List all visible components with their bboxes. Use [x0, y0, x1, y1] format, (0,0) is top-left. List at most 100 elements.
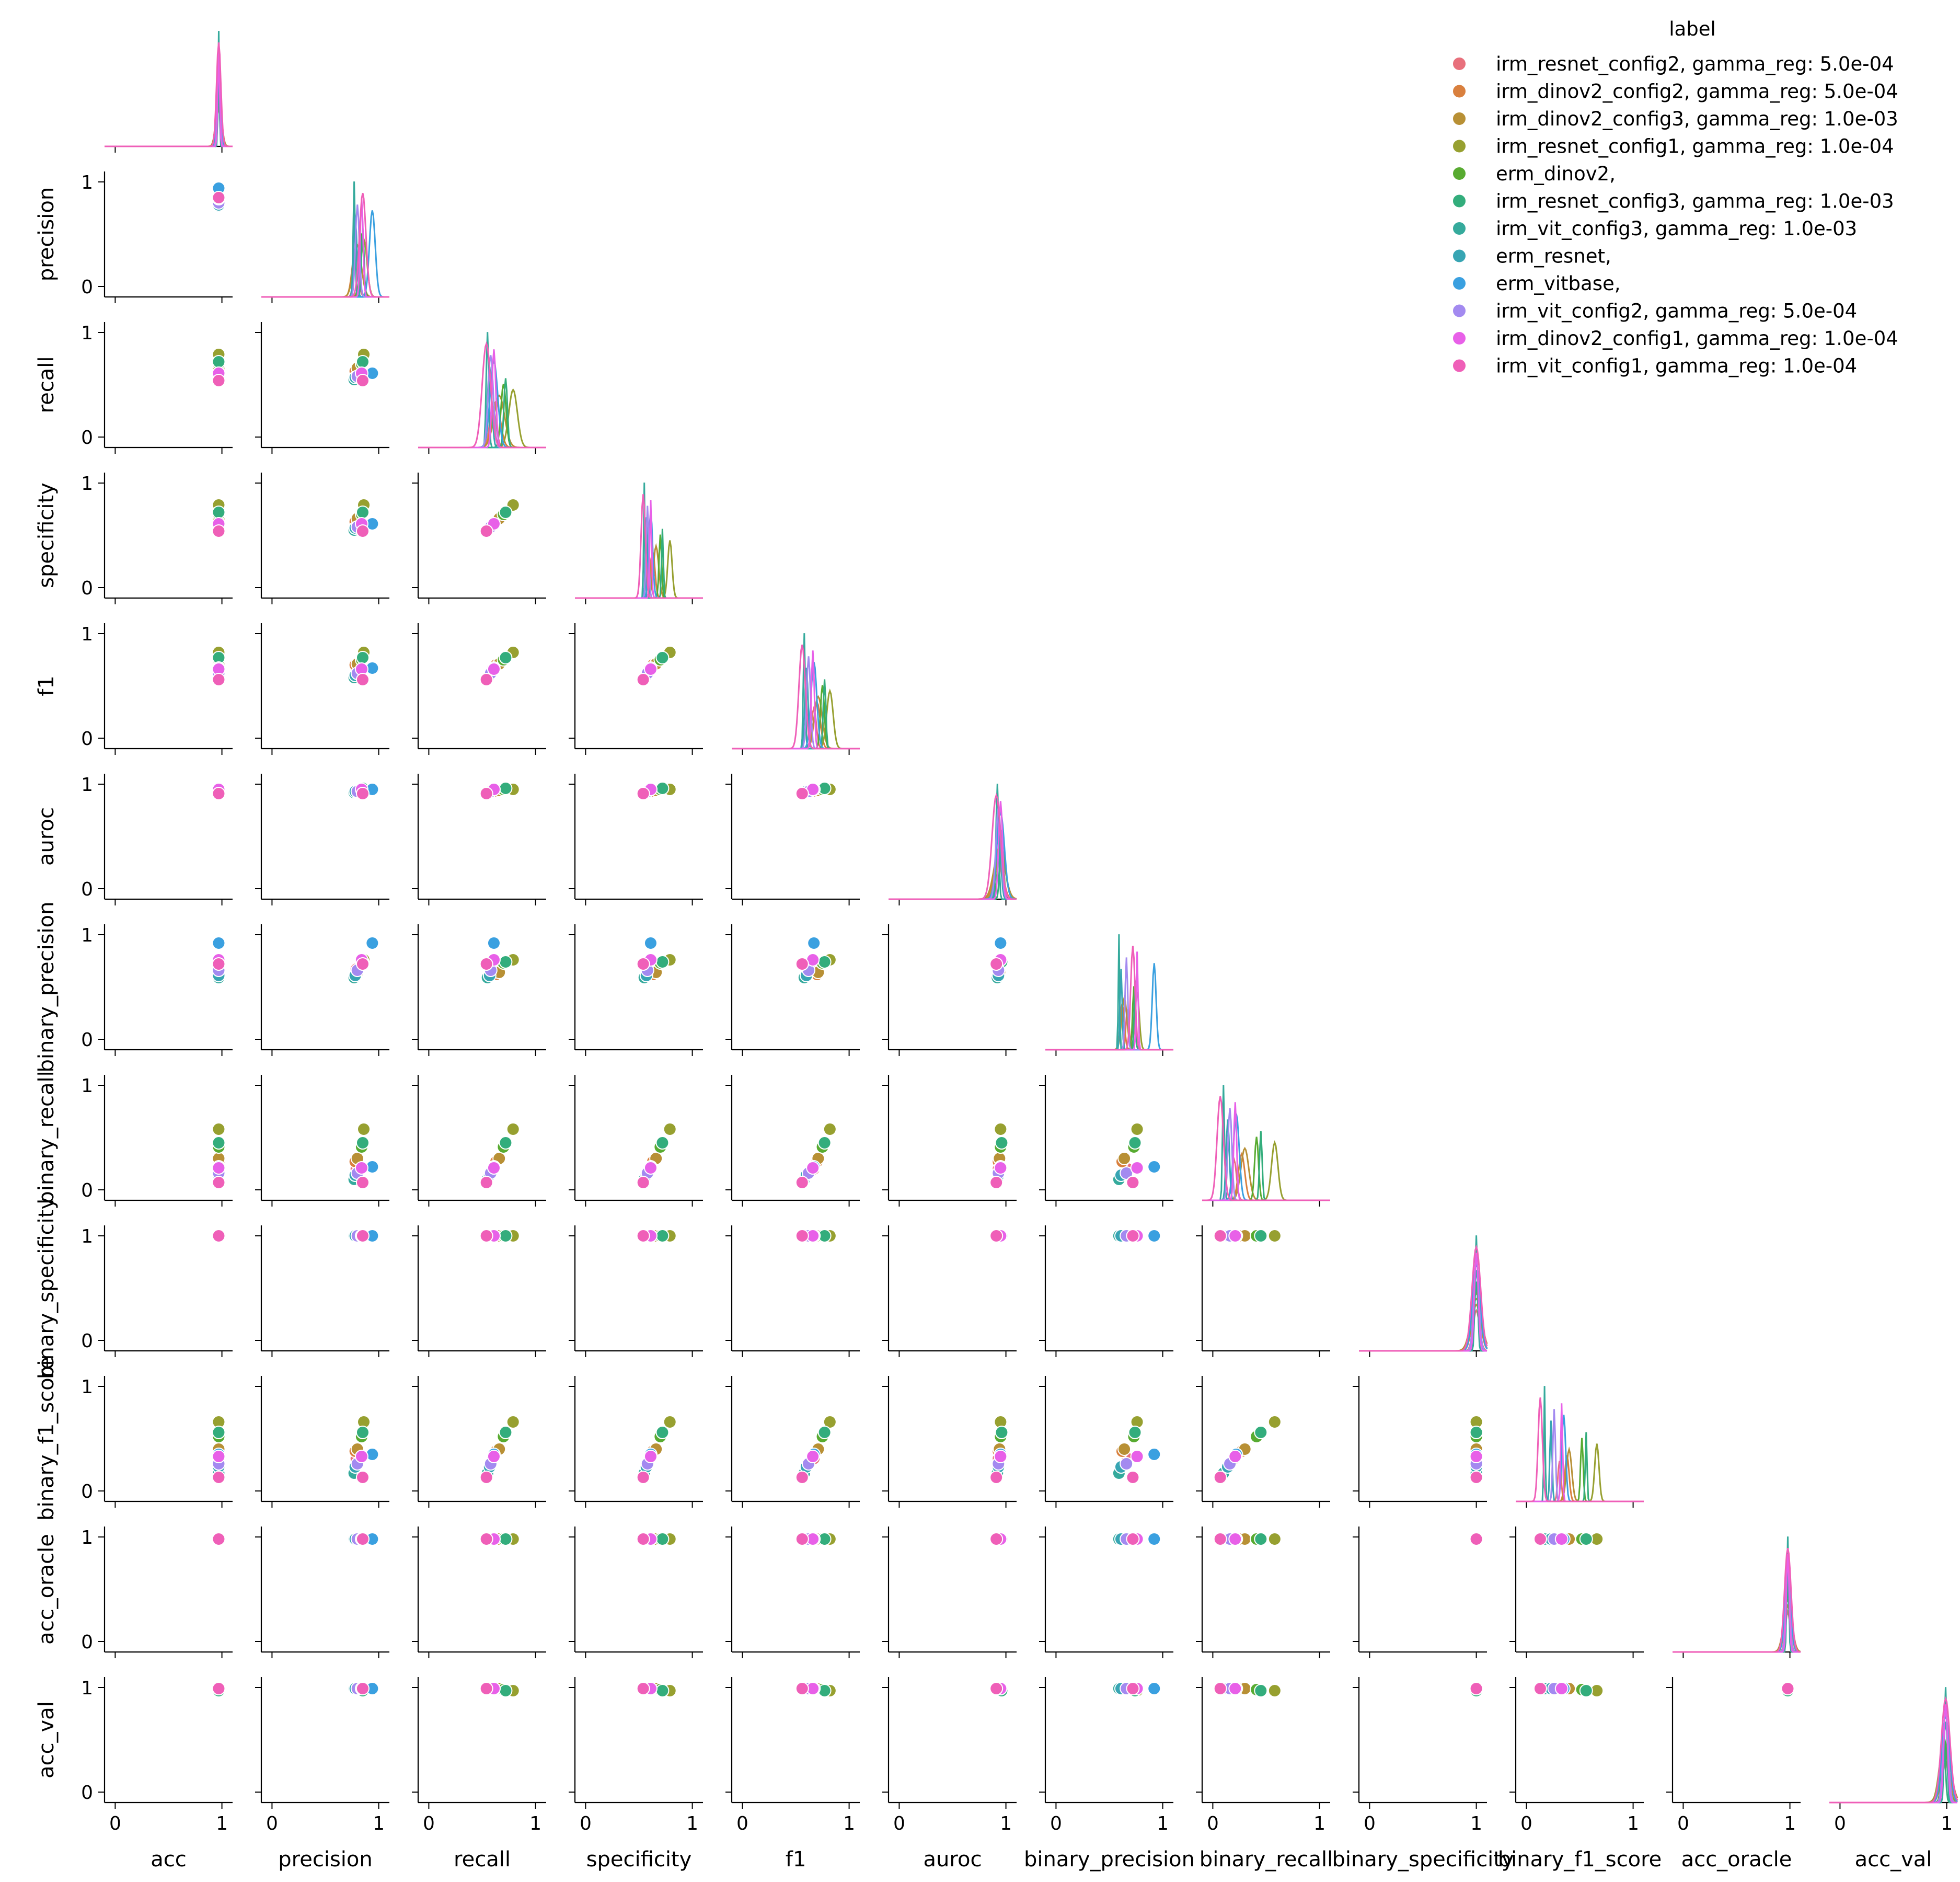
- point-binary_specificity-binary_recall-11: [1213, 1229, 1227, 1243]
- point-binary_precision-recall-5: [499, 955, 513, 969]
- legend-marker-0: [1452, 56, 1467, 71]
- panel-binary_precision-vs-recall: [412, 924, 546, 1056]
- density-acc_val-8: [1829, 1713, 1958, 1804]
- point-binary_f1_score-recall-10: [487, 1450, 501, 1463]
- density-recall-0: [418, 405, 546, 449]
- x-axis-label-specificity: specificity: [586, 1847, 692, 1872]
- point-acc_oracle-binary_recall-3: [1267, 1532, 1282, 1546]
- point-acc_oracle-specificity-11: [636, 1532, 650, 1546]
- x-tick-label: 1: [1627, 1813, 1639, 1834]
- panel-binary_f1_score-vs-binary_f1_score: [1516, 1386, 1644, 1508]
- point-acc_oracle-recall-11: [479, 1532, 493, 1546]
- point-f1-specificity-5: [655, 651, 670, 664]
- x-tick-label: 0: [423, 1813, 435, 1834]
- density-binary_precision-6: [1045, 934, 1173, 1051]
- point-binary_recall-binary_precision-3: [1130, 1122, 1144, 1136]
- point-binary_recall-acc-5: [212, 1136, 226, 1150]
- point-acc_val-binary_recall-5: [1254, 1684, 1268, 1697]
- point-specificity-acc-11: [212, 524, 226, 538]
- point-binary_specificity-f1-11: [795, 1229, 809, 1243]
- legend-entry-8: erm_vitbase,: [1496, 272, 1621, 295]
- point-precision-acc-11: [212, 191, 226, 204]
- point-binary_recall-specificity-10: [643, 1161, 658, 1175]
- point-binary_f1_score-binary_recall-3: [1267, 1415, 1282, 1429]
- point-binary_precision-acc-8: [212, 936, 226, 950]
- y-tick-label: 1: [81, 473, 93, 495]
- density-precision-11: [261, 193, 389, 298]
- density-acc_val-11: [1829, 1696, 1958, 1804]
- point-acc_oracle-acc-11: [212, 1532, 226, 1546]
- point-binary_f1_score-acc-10: [212, 1450, 226, 1463]
- point-binary_f1_score-auroc-10: [994, 1450, 1008, 1463]
- density-binary_recall-11: [1202, 1096, 1330, 1201]
- x-axis-label-auroc: auroc: [924, 1847, 982, 1872]
- y-tick-label: 0: [81, 1632, 93, 1653]
- point-binary_f1_score-specificity-10: [643, 1450, 658, 1463]
- point-acc_oracle-f1-11: [795, 1532, 809, 1546]
- point-binary_f1_score-binary_precision-10: [1130, 1450, 1144, 1463]
- density-acc-6: [105, 31, 233, 147]
- point-f1-specificity-11: [636, 673, 650, 686]
- point-binary_f1_score-acc-5: [212, 1426, 226, 1439]
- point-binary_recall-f1-10: [806, 1161, 820, 1175]
- y-axis-label-f1: f1: [34, 675, 59, 696]
- legend-marker-5: [1452, 193, 1467, 209]
- point-binary_f1_score-precision-5: [355, 1426, 370, 1439]
- point-acc_oracle-auroc-11: [989, 1532, 1004, 1546]
- point-binary_recall-f1-5: [817, 1136, 832, 1150]
- panel-binary_precision-vs-auroc: [882, 924, 1017, 1056]
- point-acc_oracle-binary_specificity-11: [1469, 1532, 1483, 1546]
- point-acc_val-auroc-11: [989, 1682, 1004, 1695]
- point-binary_recall-precision-11: [355, 1176, 370, 1189]
- legend-entry-5: irm_resnet_config3, gamma_reg: 1.0e-03: [1496, 190, 1894, 213]
- panel-binary_recall-vs-auroc: [882, 1075, 1017, 1207]
- point-binary_specificity-recall-11: [479, 1229, 493, 1243]
- point-binary_recall-binary_precision-2: [1117, 1152, 1132, 1165]
- point-binary_f1_score-specificity-5: [655, 1426, 670, 1439]
- legend-marker-9: [1452, 303, 1467, 318]
- panel-recall-vs-recall: [418, 332, 546, 454]
- point-binary_recall-precision-10: [354, 1161, 368, 1175]
- legend-entry-3: irm_resnet_config1, gamma_reg: 1.0e-04: [1496, 135, 1894, 158]
- legend-entry-9: irm_vit_config2, gamma_reg: 5.0e-04: [1496, 300, 1857, 323]
- point-binary_f1_score-specificity-3: [663, 1415, 677, 1429]
- y-tick-label: 1: [81, 925, 93, 946]
- point-binary_precision-auroc-8: [994, 936, 1008, 950]
- point-binary_f1_score-binary_specificity-11: [1469, 1471, 1483, 1484]
- legend-entry-6: irm_vit_config3, gamma_reg: 1.0e-03: [1496, 217, 1857, 240]
- point-binary_f1_score-specificity-11: [636, 1471, 650, 1484]
- point-binary_recall-specificity-3: [663, 1122, 677, 1136]
- pairplot-panels: 01precision01recall01specificity01f101au…: [34, 31, 1958, 1872]
- legend-marker-2: [1452, 111, 1467, 126]
- y-tick-label: 0: [81, 277, 93, 298]
- point-acc_oracle-binary_recall-11: [1213, 1532, 1227, 1546]
- point-f1-specificity-10: [643, 662, 658, 676]
- point-binary_recall-auroc-3: [994, 1122, 1008, 1136]
- point-auroc-precision-11: [355, 787, 370, 800]
- point-binary_specificity-recall-5: [499, 1229, 513, 1243]
- x-tick-label: 1: [843, 1813, 855, 1834]
- point-acc_val-specificity-11: [636, 1682, 650, 1695]
- legend-marker-6: [1452, 221, 1467, 236]
- y-tick-label: 1: [81, 323, 93, 344]
- point-f1-precision-11: [355, 673, 370, 686]
- point-binary_precision-precision-11: [355, 957, 370, 971]
- point-auroc-f1-11: [795, 787, 809, 800]
- panel-binary_recall-vs-binary_precision: [1039, 1075, 1173, 1207]
- panel-binary_recall-vs-specificity: [569, 1075, 703, 1207]
- point-binary_precision-specificity-11: [636, 957, 650, 971]
- y-tick-label: 1: [81, 172, 93, 193]
- density-precision-10: [261, 199, 389, 298]
- point-binary_specificity-specificity-11: [636, 1229, 650, 1243]
- density-specificity-11: [575, 494, 703, 599]
- density-acc-10: [105, 48, 233, 147]
- point-acc_val-binary_recall-3: [1267, 1684, 1282, 1697]
- density-recall-1: [418, 400, 546, 449]
